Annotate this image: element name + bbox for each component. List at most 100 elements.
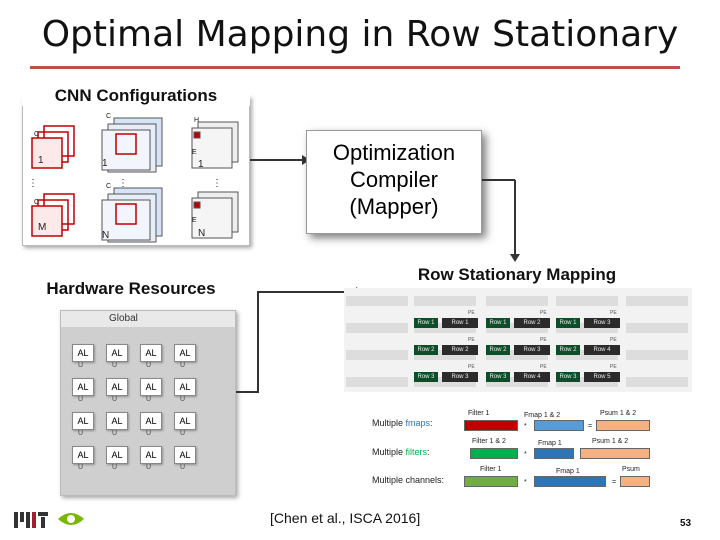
rs-faded-pe bbox=[486, 377, 548, 387]
pe-0-3: AL bbox=[174, 344, 196, 362]
pe-sublabel: U bbox=[78, 396, 84, 403]
pe-sublabel: U bbox=[146, 464, 152, 471]
filters-prefix: Multiple bbox=[372, 447, 406, 457]
rs-filter-row: Row 3 bbox=[556, 372, 580, 382]
arrow-compiler-to-rs bbox=[510, 180, 520, 262]
filters-suffix: : bbox=[427, 447, 430, 457]
pe-sublabel: U bbox=[112, 362, 118, 369]
pe-label: AL bbox=[111, 450, 123, 460]
rs-faded-pe bbox=[556, 323, 618, 333]
svg-text:C: C bbox=[106, 113, 111, 120]
channels-fmap-bar bbox=[534, 476, 606, 487]
pe-label: AL bbox=[145, 348, 157, 358]
nvidia-logo bbox=[56, 509, 86, 534]
channels-filter-caption: Filter 1 bbox=[480, 466, 502, 473]
output-fmap-bottom bbox=[191, 191, 239, 239]
filters-filter-bar bbox=[470, 448, 518, 459]
pe-0-2: AL bbox=[140, 344, 162, 362]
fmaps-fmap-bar bbox=[534, 420, 584, 431]
pe-sublabel: U bbox=[146, 396, 152, 403]
pe-label: AL bbox=[77, 382, 89, 392]
rs-faded-pe bbox=[486, 350, 548, 360]
rs-filter-row: Row 2 bbox=[414, 345, 438, 355]
rs-faded-pe bbox=[346, 323, 408, 333]
fmaps-equals: = bbox=[588, 423, 593, 430]
rs-filter-row: Row 2 bbox=[556, 345, 580, 355]
filter-stack-bottom bbox=[31, 193, 75, 237]
pe-0-0: AL bbox=[72, 344, 94, 362]
fmaps-times: * bbox=[524, 423, 527, 430]
fmaps-fmap-caption: Fmap 1 & 2 bbox=[524, 412, 561, 419]
pe-label: AL bbox=[145, 382, 157, 392]
pe-2-0: AL bbox=[72, 412, 94, 430]
fmaps-suffix: : bbox=[430, 418, 433, 428]
pe-2-1: AL bbox=[106, 412, 128, 430]
channels-times: * bbox=[524, 479, 527, 486]
svg-text:C: C bbox=[106, 183, 111, 190]
mit-logo bbox=[14, 512, 48, 533]
citation: [Chen et al., ISCA 2016] bbox=[270, 510, 421, 526]
rs-faded-pe bbox=[626, 296, 688, 306]
rs-pe-tag: PE bbox=[610, 310, 617, 316]
compiler-line-1: Optimization bbox=[332, 140, 456, 165]
fmaps-psum-bar bbox=[596, 420, 650, 431]
rs-pe-tag: PE bbox=[610, 337, 617, 343]
pe-label: AL bbox=[77, 416, 89, 426]
pe-sublabel: U bbox=[180, 430, 186, 437]
rs-fmap-row: Row 1 bbox=[442, 318, 478, 328]
svg-text:H: H bbox=[194, 117, 199, 124]
compiler-line-3: (Mapper) bbox=[349, 194, 439, 219]
pe-sublabel: U bbox=[146, 362, 152, 369]
nvidia-eye-icon bbox=[58, 513, 84, 525]
pe-sublabel: U bbox=[112, 396, 118, 403]
rs-faded-pe bbox=[556, 350, 618, 360]
filters-psum-bar bbox=[580, 448, 650, 459]
multiple-channels-label: Multiple channels: bbox=[372, 475, 445, 485]
rs-filter-row: Row 1 bbox=[556, 318, 580, 328]
pe-label: AL bbox=[179, 416, 191, 426]
rs-faded-pe bbox=[626, 323, 688, 333]
hardware-panel: Global bbox=[60, 310, 236, 496]
rs-faded-pe bbox=[414, 323, 476, 333]
filters-fmap-caption: Fmap 1 bbox=[538, 440, 562, 447]
slide-title: Optimal Mapping in Row Stationary bbox=[41, 14, 679, 55]
rs-pe-tag: PE bbox=[468, 364, 475, 370]
rs-faded-pe bbox=[346, 350, 408, 360]
pe-label: AL bbox=[145, 416, 157, 426]
rs-fmap-row: Row 2 bbox=[514, 318, 550, 328]
output-fmap-top bbox=[191, 121, 239, 169]
rs-fmap-row: Row 4 bbox=[514, 372, 550, 382]
rs-filter-row: Row 3 bbox=[414, 372, 438, 382]
cnn-config-diagram: C C H 1 1 E 1 ⋮ ⋮ ⋮ C C M N E N bbox=[28, 113, 239, 243]
svg-text:N: N bbox=[102, 230, 109, 241]
cnn-config-heading: CNN Configurations bbox=[22, 86, 250, 106]
svg-text:M: M bbox=[38, 222, 46, 233]
channels-equals: = bbox=[612, 479, 617, 486]
rs-filter-row: Row 2 bbox=[486, 345, 510, 355]
filters-filter-caption: Filter 1 & 2 bbox=[472, 438, 506, 445]
pe-label: AL bbox=[179, 348, 191, 358]
filters-highlight: filters bbox=[405, 447, 428, 457]
input-fmap-bottom bbox=[101, 187, 163, 243]
pe-sublabel: U bbox=[78, 430, 84, 437]
mit-logo-icon bbox=[14, 512, 48, 528]
compiler-line-2: Compiler bbox=[349, 167, 439, 192]
svg-text:E: E bbox=[192, 149, 197, 156]
svg-text:1: 1 bbox=[198, 159, 204, 170]
svg-text:⋮: ⋮ bbox=[212, 178, 222, 189]
fmaps-prefix: Multiple bbox=[372, 418, 406, 428]
rs-fmap-row: Row 2 bbox=[442, 345, 478, 355]
filter-stack-top bbox=[31, 125, 75, 169]
global-buffer-label: Global bbox=[61, 311, 235, 327]
rs-pe-tag: PE bbox=[468, 337, 475, 343]
rs-faded-pe bbox=[414, 377, 476, 387]
rs-fmap-row: Row 3 bbox=[584, 318, 620, 328]
pe-1-2: AL bbox=[140, 378, 162, 396]
rs-faded-pe bbox=[556, 296, 618, 306]
filters-fmap-bar bbox=[534, 448, 574, 459]
multiple-filters-label: Multiple filters: bbox=[372, 447, 430, 457]
pe-label: AL bbox=[111, 416, 123, 426]
pe-sublabel: U bbox=[78, 362, 84, 369]
filters-psum-caption: Psum 1 & 2 bbox=[592, 438, 629, 445]
pe-label: AL bbox=[179, 382, 191, 392]
